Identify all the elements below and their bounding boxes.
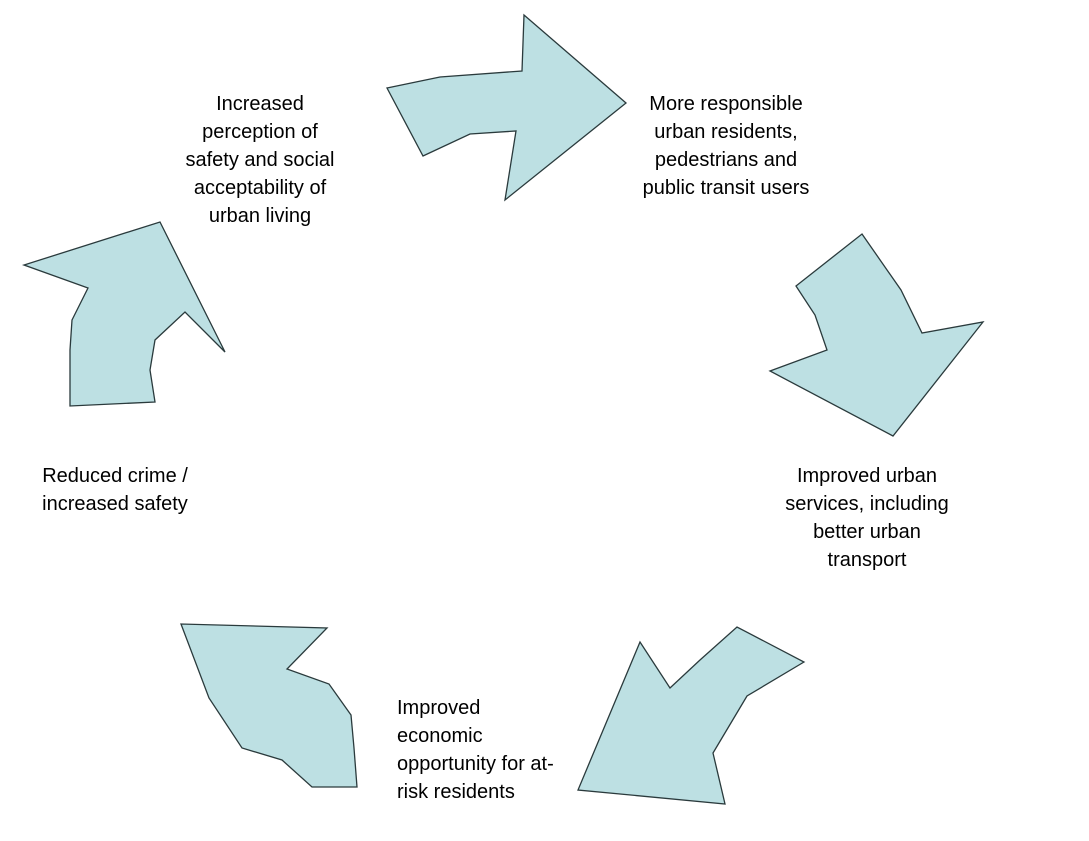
cycle-arrow-bottom-left [180, 623, 358, 788]
node-label-reduced-crime: Reduced crime / increased safety [42, 465, 188, 515]
node-label-economic-opportunity: Improved economic opportunity for at- ri… [397, 697, 554, 803]
node-label-safety-perception: Increased perception of safety and socia… [185, 93, 335, 227]
node-label-improved-services: Improved urban services, including bette… [785, 465, 949, 571]
node-label-responsible-residents: More responsible urban residents, pedest… [642, 93, 810, 199]
cycle-arrow-top [386, 13, 628, 202]
cycle-arrow-right [768, 233, 985, 437]
cycle-arrow-left [21, 221, 226, 407]
cycle-arrow-bottom-right [577, 626, 806, 805]
